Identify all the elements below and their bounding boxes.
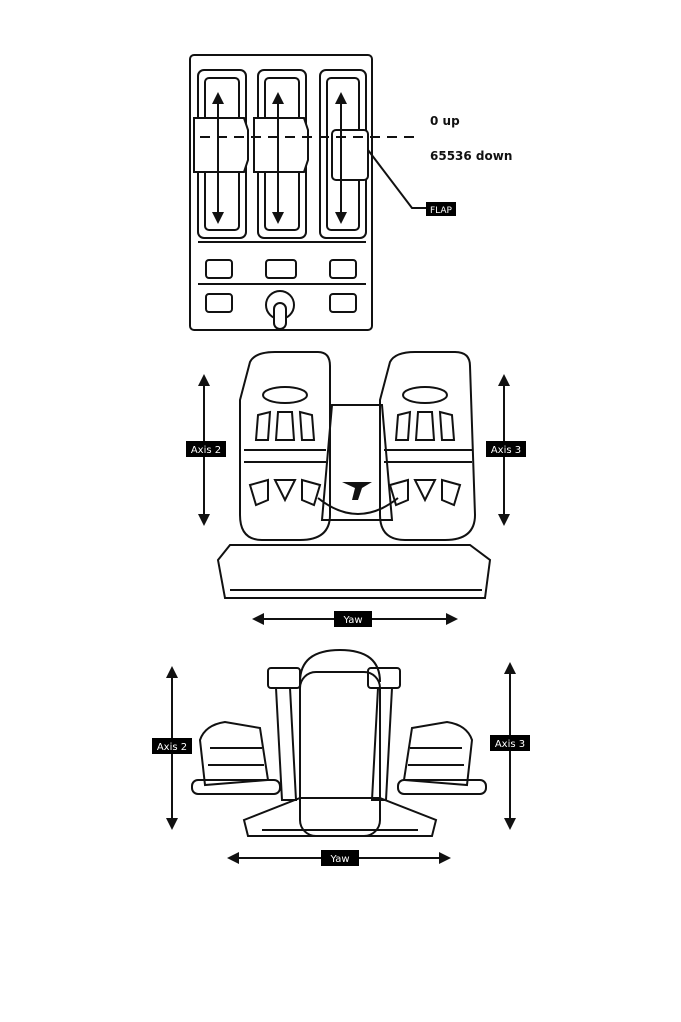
flap-tag: FLAP [426,202,456,216]
down-label: 65536 down [430,149,512,163]
side-axis-right-label: Axis 3 [495,739,525,750]
side-yaw-label: Yaw [329,854,349,865]
front-axis-left-label: Axis 2 [191,445,221,456]
front-axis-left-tag: Axis 2 [186,441,226,457]
side-yaw-tag: Yaw [321,850,359,866]
brand-logo [342,482,372,500]
front-yaw-label: Yaw [342,615,362,626]
side-axis-right-tag: Axis 3 [490,735,530,751]
side-axis-left-tag: Axis 2 [152,738,192,754]
front-yaw-tag: Yaw [334,611,372,627]
side-axis-left-label: Axis 2 [157,742,187,753]
front-axis-right-tag: Axis 3 [486,441,526,457]
up-label: 0 up [430,114,460,128]
front-axis-right-label: Axis 3 [491,445,521,456]
flap-label: FLAP [430,206,453,216]
pedals-side-view [172,650,510,858]
throttle-quadrant [190,55,426,330]
